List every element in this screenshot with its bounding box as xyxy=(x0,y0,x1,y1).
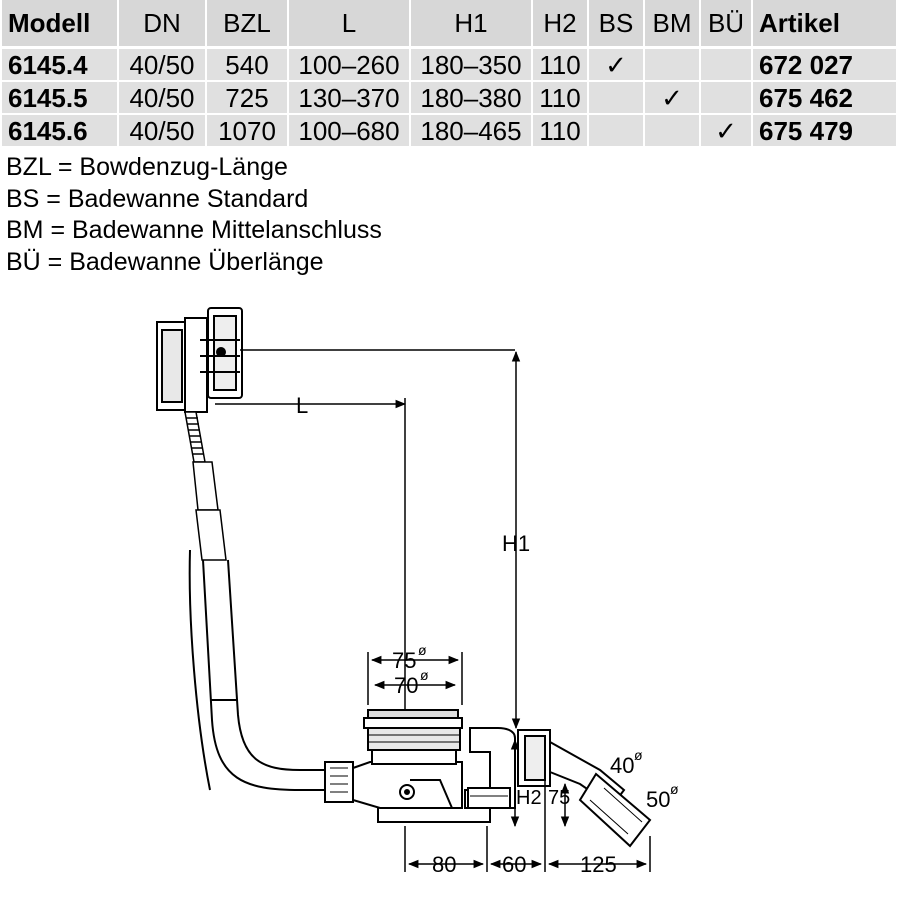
header-artikel: Artikel xyxy=(752,0,896,48)
table-row: 6145.6 40/50 1070 100–680 180–465 110 ✓ … xyxy=(2,114,896,148)
trap-elbow xyxy=(464,727,652,848)
header-l: L xyxy=(288,0,411,48)
label-h1: H1 xyxy=(502,531,530,556)
cell-bm: ✓ xyxy=(644,81,701,115)
label-80: 80 xyxy=(432,852,456,877)
legend-item-bzl: BZL = Bowdenzug-Länge xyxy=(6,153,288,181)
cell-dn: 40/50 xyxy=(118,46,207,82)
diameter-symbol-icon: ø xyxy=(420,667,429,683)
table-header-row: Modell DN BZL L H1 H2 BS BM BÜ Artikel xyxy=(2,0,896,48)
cell-l: 100–680 xyxy=(288,114,411,148)
header-bu: BÜ xyxy=(700,0,753,48)
cell-artikel: 675 462 xyxy=(752,81,896,115)
cell-bs xyxy=(588,81,645,115)
cell-dn: 40/50 xyxy=(118,81,207,115)
label-diameter-40: 40 xyxy=(610,753,634,778)
table-row: 6145.4 40/50 540 100–260 180–350 110 ✓ 6… xyxy=(2,46,896,82)
header-h1: H1 xyxy=(410,0,533,48)
legend-item-bm: BM = Badewanne Mittelanschluss xyxy=(6,216,382,244)
cell-h1: 180–465 xyxy=(410,114,533,148)
label-h2: H2 xyxy=(516,787,542,809)
cell-h1: 180–380 xyxy=(410,81,533,115)
header-bm: BM xyxy=(644,0,701,48)
cell-bzl: 725 xyxy=(206,81,289,115)
cell-bzl: 540 xyxy=(206,46,289,82)
dimension-lines xyxy=(215,349,651,872)
cell-l: 100–260 xyxy=(288,46,411,82)
label-diameter-75: 75 xyxy=(392,648,416,673)
cell-artikel: 672 027 xyxy=(752,46,896,82)
header-bs: BS xyxy=(588,0,645,48)
cell-dn: 40/50 xyxy=(118,114,207,148)
cell-modell: 6145.5 xyxy=(2,81,119,115)
cell-h2: 110 xyxy=(532,81,589,115)
label-l: L xyxy=(296,393,308,418)
table-row: 6145.5 40/50 725 130–370 180–380 110 ✓ 6… xyxy=(2,81,896,115)
bowden-cable xyxy=(184,411,227,791)
legend-item-bu: BÜ = Badewanne Überlänge xyxy=(6,247,324,276)
cell-bm xyxy=(644,114,701,148)
header-h2: H2 xyxy=(532,0,589,48)
diameter-symbol-icon: ø xyxy=(634,747,643,763)
cell-bu xyxy=(700,46,753,82)
label-height-75: 75 xyxy=(548,787,570,809)
cell-h2: 110 xyxy=(532,114,589,148)
cell-modell: 6145.6 xyxy=(2,114,119,148)
overflow-fitting xyxy=(156,307,243,413)
cell-bzl: 1070 xyxy=(206,114,289,148)
spec-table: Modell DN BZL L H1 H2 BS BM BÜ Artikel 6… xyxy=(2,0,896,148)
cell-bu: ✓ xyxy=(700,114,753,148)
cell-bs xyxy=(588,114,645,148)
label-125: 125 xyxy=(580,852,617,877)
diameter-symbol-icon: ø xyxy=(670,781,679,797)
label-60: 60 xyxy=(502,852,526,877)
label-diameter-50: 50 xyxy=(646,787,670,812)
cell-bs: ✓ xyxy=(588,46,645,82)
cell-artikel: 675 479 xyxy=(752,114,896,148)
cell-bu xyxy=(700,81,753,115)
cell-bm xyxy=(644,46,701,82)
cell-l: 130–370 xyxy=(288,81,411,115)
abbreviation-legend: BZL = Bowdenzug-Länge BS = Badewanne Sta… xyxy=(6,152,382,278)
header-dn: DN xyxy=(118,0,207,48)
cell-h1: 180–350 xyxy=(410,46,533,82)
cell-h2: 110 xyxy=(532,46,589,82)
drain-body xyxy=(324,709,491,823)
label-diameter-70: 70 xyxy=(394,673,418,698)
header-modell: Modell xyxy=(2,0,119,48)
diameter-symbol-icon: ø xyxy=(418,642,427,658)
cell-modell: 6145.4 xyxy=(2,46,119,82)
header-bzl: BZL xyxy=(206,0,289,48)
overflow-pipe xyxy=(202,559,330,791)
legend-item-bs: BS = Badewanne Standard xyxy=(6,184,309,213)
